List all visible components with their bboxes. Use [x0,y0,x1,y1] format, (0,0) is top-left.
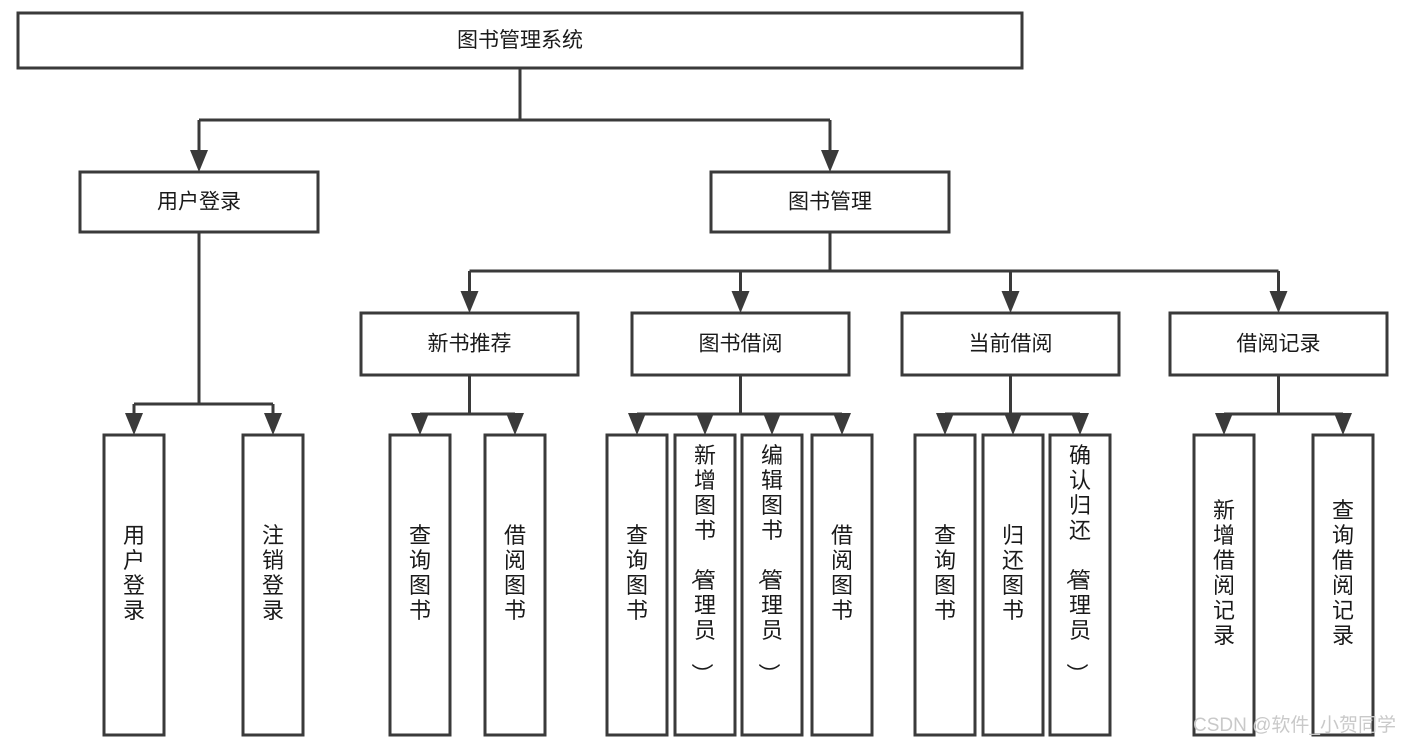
node-box-user-login [78,170,320,234]
node-label-new-book-recommend: 新书推荐 [428,333,512,356]
node-box-leaf-confirm-return [1048,433,1112,737]
node-label-leaf-edit-book: 编辑图书（管理员） [756,443,783,685]
root-to-level1-arrow-0 [190,150,208,172]
node-leaf-borrow-book-1[interactable]: 借阅图书 [483,433,547,737]
node-leaf-borrow-book-2[interactable]: 借阅图书 [810,433,874,737]
node-label-borrow-record: 借阅记录 [1237,333,1321,356]
node-label-leaf-add-record: 新增借阅记录 [1213,498,1235,648]
node-leaf-add-book[interactable]: 新增图书（管理员） [673,433,737,737]
node-box-leaf-query-book-1 [388,433,452,737]
node-box-current-borrow [900,311,1121,377]
node-leaf-edit-book[interactable]: 编辑图书（管理员） [740,433,804,737]
book-borrow-to-leaves-arrow-1 [696,413,714,435]
node-box-leaf-query-book-2 [605,433,669,737]
node-label-leaf-confirm-return: 确认归还（管理员） [1064,443,1091,685]
node-label-book-manage: 图书管理 [788,191,872,214]
node-leaf-query-book-1[interactable]: 查询图书 [388,433,452,737]
node-leaf-confirm-return[interactable]: 确认归还（管理员） [1048,433,1112,737]
node-current-borrow[interactable]: 当前借阅 [900,311,1121,377]
new-book-recommend-to-leaves-arrow-0 [411,413,429,435]
book-borrow-to-leaves-arrow-3 [833,413,851,435]
current-borrow-to-leaves-arrow-0 [936,413,954,435]
node-book-borrow[interactable]: 图书借阅 [630,311,851,377]
node-box-leaf-query-record [1311,433,1375,737]
node-box-leaf-borrow-book-1 [483,433,547,737]
current-borrow-to-leaves-arrow-1 [1004,413,1022,435]
node-label-leaf-borrow-book-2: 借阅图书 [831,523,853,623]
node-label-user-login: 用户登录 [157,191,241,214]
node-leaf-add-record[interactable]: 新增借阅记录 [1192,433,1256,737]
current-borrow-to-leaves-arrow-2 [1071,413,1089,435]
node-box-leaf-add-book [673,433,737,737]
node-label-leaf-user-login: 用户登录 [123,523,145,623]
node-box-new-book-recommend [359,311,580,377]
node-label-root: 图书管理系统 [457,29,583,52]
node-box-leaf-edit-book [740,433,804,737]
node-box-leaf-borrow-book-2 [810,433,874,737]
node-user-login[interactable]: 用户登录 [78,170,320,234]
node-label-leaf-query-book-1: 查询图书 [409,523,431,623]
bookmanage-to-level2-arrow-2 [1001,291,1020,313]
node-leaf-user-login[interactable]: 用户登录 [102,433,166,737]
node-box-root [16,11,1024,70]
node-label-leaf-query-record: 查询借阅记录 [1332,498,1354,648]
bookmanage-to-level2-arrow-1 [731,291,750,313]
csdn-watermark: CSDN @软件_小贺同学 [1193,714,1396,736]
node-label-leaf-query-book-3: 查询图书 [934,523,956,623]
userlogin-to-leaves-arrow-1 [264,413,282,435]
node-box-leaf-user-login [102,433,166,737]
root-to-level1-arrow-1 [821,150,839,172]
book-borrow-to-leaves-arrow-0 [628,413,646,435]
node-leaf-query-book-2[interactable]: 查询图书 [605,433,669,737]
borrow-record-to-leaves-arrow-0 [1215,413,1233,435]
node-label-leaf-query-book-2: 查询图书 [626,523,648,623]
node-box-leaf-logout [241,433,305,737]
node-leaf-logout[interactable]: 注销登录 [241,433,305,737]
node-label-leaf-logout: 注销登录 [262,523,284,623]
node-box-borrow-record [1168,311,1389,377]
borrow-record-to-leaves-arrow-1 [1334,413,1352,435]
node-leaf-return-book[interactable]: 归还图书 [981,433,1045,737]
node-box-leaf-return-book [981,433,1045,737]
node-box-book-manage [709,170,951,234]
node-label-current-borrow: 当前借阅 [969,333,1053,356]
node-leaf-query-record[interactable]: 查询借阅记录 [1311,433,1375,737]
connector-layer [125,68,1352,435]
node-layer: 图书管理系统用户登录图书管理新书推荐图书借阅当前借阅借阅记录用户登录注销登录查询… [16,11,1389,737]
node-leaf-query-book-3[interactable]: 查询图书 [913,433,977,737]
node-box-leaf-add-record [1192,433,1256,737]
node-label-leaf-borrow-book-1: 借阅图书 [504,523,526,623]
userlogin-to-leaves-arrow-0 [125,413,143,435]
node-root[interactable]: 图书管理系统 [16,11,1024,70]
node-borrow-record[interactable]: 借阅记录 [1168,311,1389,377]
book-borrow-to-leaves-arrow-2 [763,413,781,435]
node-label-leaf-add-book: 新增图书（管理员） [689,443,716,685]
node-label-book-borrow: 图书借阅 [699,333,783,356]
bookmanage-to-level2-arrow-3 [1269,291,1288,313]
new-book-recommend-to-leaves-arrow-1 [506,413,524,435]
node-box-leaf-query-book-3 [913,433,977,737]
bookmanage-to-level2-arrow-0 [460,291,479,313]
node-box-book-borrow [630,311,851,377]
node-new-book-recommend[interactable]: 新书推荐 [359,311,580,377]
node-book-manage[interactable]: 图书管理 [709,170,951,234]
node-label-leaf-return-book: 归还图书 [1002,523,1024,623]
